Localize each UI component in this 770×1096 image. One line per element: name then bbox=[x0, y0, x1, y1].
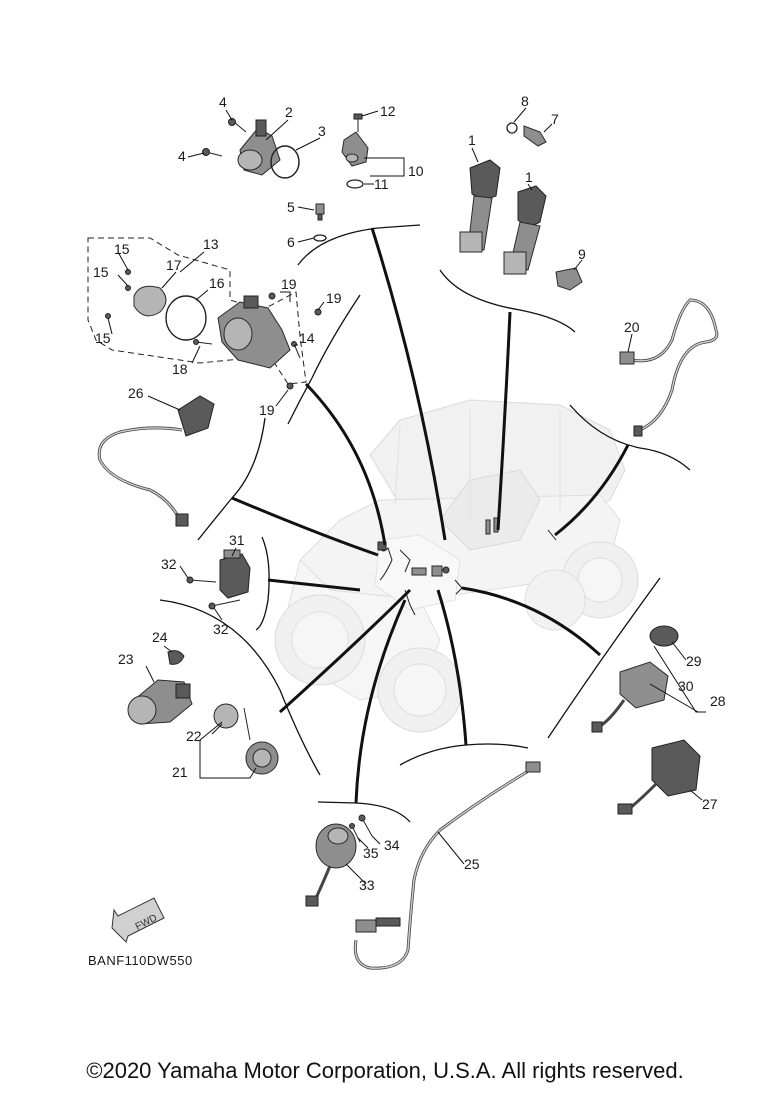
fwd-arrow-icon: FWD bbox=[111, 897, 165, 943]
part-20-o2-sensor[interactable] bbox=[619, 298, 719, 437]
callout-19-b: 19 bbox=[326, 290, 342, 306]
callout-9: 9 bbox=[578, 246, 586, 262]
part-16-gasket[interactable] bbox=[165, 295, 207, 341]
part-22-cap[interactable] bbox=[213, 703, 239, 729]
callout-16: 16 bbox=[209, 275, 225, 291]
callout-6: 6 bbox=[287, 234, 295, 250]
vehicle-illustration bbox=[274, 399, 639, 733]
copyright-notice: ©2020 Yamaha Motor Corporation, U.S.A. A… bbox=[86, 1058, 684, 1083]
callout-15-a: 15 bbox=[114, 241, 130, 257]
group-brackets bbox=[159, 224, 691, 823]
callout-18: 18 bbox=[172, 361, 188, 377]
part-13-throttle-body-assy[interactable] bbox=[217, 295, 291, 369]
callout-2: 2 bbox=[285, 104, 293, 120]
callout-34: 34 bbox=[384, 837, 400, 853]
parts-diagram: FWD bbox=[87, 93, 726, 970]
callout-numbers: 1 1 2 3 4 4 5 6 7 8 9 10 11 12 13 14 15 … bbox=[93, 93, 726, 893]
part-18-screw[interactable] bbox=[193, 339, 213, 345]
part-32-bolt-left[interactable] bbox=[186, 576, 217, 584]
part-15-screws[interactable] bbox=[105, 269, 131, 319]
callout-1-right: 1 bbox=[525, 169, 533, 185]
part-5-sensor[interactable] bbox=[315, 203, 325, 221]
part-24-clip[interactable] bbox=[167, 650, 185, 665]
part-1-ignition-coil-left[interactable] bbox=[459, 159, 501, 253]
callout-24: 24 bbox=[152, 629, 168, 645]
callout-21: 21 bbox=[172, 764, 188, 780]
callout-11: 11 bbox=[374, 176, 389, 192]
callout-26: 26 bbox=[128, 385, 144, 401]
part-27-unit[interactable] bbox=[617, 739, 701, 815]
part-8-o-ring[interactable] bbox=[506, 122, 518, 134]
callout-33: 33 bbox=[359, 877, 375, 893]
part-3-o-ring[interactable] bbox=[270, 145, 300, 179]
part-2-sensor[interactable] bbox=[237, 119, 281, 176]
part-33-sensor[interactable] bbox=[305, 823, 357, 907]
callout-20: 20 bbox=[624, 319, 640, 335]
connector-lines bbox=[231, 227, 630, 804]
part-31-relay[interactable] bbox=[219, 549, 251, 599]
callout-5: 5 bbox=[287, 199, 295, 215]
callout-14: 14 bbox=[299, 330, 315, 346]
callout-1-left: 1 bbox=[468, 132, 476, 148]
callout-35: 35 bbox=[363, 845, 379, 861]
drawing-code: BANF110DW550 bbox=[88, 953, 193, 968]
callout-19-a: 19 bbox=[281, 276, 297, 292]
part-4-bolt-lower[interactable] bbox=[202, 148, 223, 157]
part-28-unit[interactable] bbox=[591, 661, 669, 733]
part-26-sensor[interactable] bbox=[97, 395, 215, 527]
callout-10: 10 bbox=[408, 163, 424, 179]
part-10-sensor[interactable] bbox=[341, 131, 369, 167]
callout-29: 29 bbox=[686, 653, 702, 669]
part-1-ignition-coil-right[interactable] bbox=[503, 185, 547, 275]
callout-25: 25 bbox=[464, 856, 480, 872]
part-21-switch-assy[interactable] bbox=[243, 707, 279, 775]
callout-leaders bbox=[107, 107, 706, 885]
part-25-sensor[interactable] bbox=[353, 761, 541, 970]
part-35-bolt[interactable] bbox=[349, 823, 361, 843]
part-17-cover[interactable] bbox=[133, 285, 167, 317]
callout-4-upper: 4 bbox=[219, 94, 227, 110]
part-7-sensor[interactable] bbox=[523, 125, 547, 147]
callout-15-c: 15 bbox=[95, 330, 111, 346]
callout-8: 8 bbox=[521, 93, 529, 109]
part-9-sensor[interactable] bbox=[555, 267, 583, 291]
callout-12: 12 bbox=[380, 103, 396, 119]
part-34-bolt[interactable] bbox=[358, 814, 373, 837]
callout-19-c: 19 bbox=[259, 402, 275, 418]
callout-27: 27 bbox=[702, 796, 718, 812]
part-6-washer[interactable] bbox=[313, 234, 327, 242]
part-11-o-ring[interactable] bbox=[346, 179, 364, 189]
part-19-screws[interactable] bbox=[268, 292, 322, 390]
part-29-cap[interactable] bbox=[649, 625, 679, 647]
callout-32-left: 32 bbox=[161, 556, 177, 572]
callout-32-right: 32 bbox=[213, 621, 229, 637]
callout-7: 7 bbox=[551, 111, 559, 127]
callout-4-lower: 4 bbox=[178, 148, 186, 164]
callout-17: 17 bbox=[166, 257, 182, 273]
callout-15-b: 15 bbox=[93, 264, 109, 280]
part-12-bolt[interactable] bbox=[353, 113, 363, 132]
group-13-dashed-outline bbox=[87, 237, 307, 385]
part-32-bolt-right[interactable] bbox=[208, 599, 241, 610]
callout-13: 13 bbox=[203, 236, 219, 252]
callout-30: 30 bbox=[678, 678, 694, 694]
part-4-bolt-upper[interactable] bbox=[228, 118, 247, 133]
part-23-main-switch[interactable] bbox=[127, 679, 193, 725]
callout-31: 31 bbox=[229, 532, 245, 548]
callout-28: 28 bbox=[710, 693, 726, 709]
callout-3: 3 bbox=[318, 123, 326, 139]
callout-22: 22 bbox=[186, 728, 202, 744]
callout-23: 23 bbox=[118, 651, 134, 667]
